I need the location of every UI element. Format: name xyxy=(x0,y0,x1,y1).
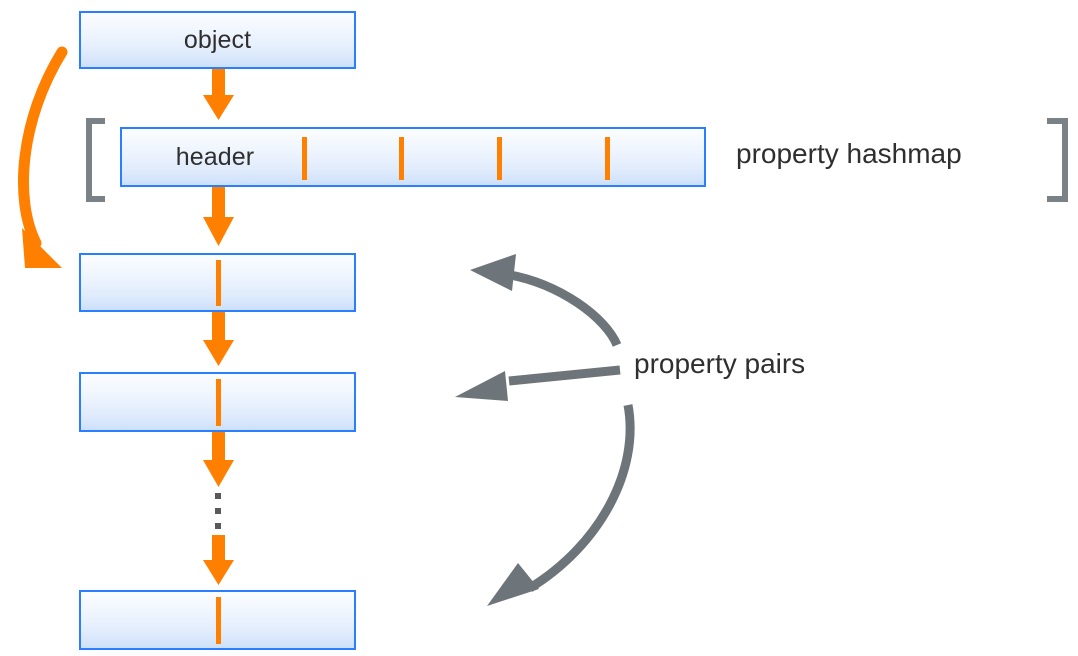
property-pairs-label: property pairs xyxy=(634,348,806,379)
right-bracket xyxy=(1047,118,1068,202)
arrow-ellipsis-to-pairN xyxy=(203,535,234,585)
left-bracket xyxy=(86,118,105,202)
property-hashmap-row[interactable]: header xyxy=(120,127,706,187)
property-hashmap-label: property hashmap xyxy=(736,138,962,169)
object-box-label: object xyxy=(183,25,252,54)
header-cell-label: header xyxy=(175,142,255,171)
arrow-object-to-header xyxy=(203,69,234,120)
arrow-object-to-first-pair-curved xyxy=(18,46,68,268)
arrow-pair1-to-pair2 xyxy=(203,312,234,366)
ellipsis-dots xyxy=(215,493,221,529)
property-pair-box-last[interactable] xyxy=(79,590,356,650)
property-pair-box-2[interactable] xyxy=(79,372,356,432)
arrow-pair2-to-ellipsis xyxy=(203,432,234,487)
property-pair-dividers xyxy=(216,260,221,644)
callout-arrow-to-pair1 xyxy=(470,254,622,347)
property-pair-box-1[interactable] xyxy=(79,253,356,312)
callout-arrow-to-pair2 xyxy=(455,365,621,401)
object-box[interactable]: object xyxy=(79,11,356,69)
callout-arrow-to-pairN xyxy=(487,404,635,606)
arrow-header-to-pair1 xyxy=(203,187,234,246)
